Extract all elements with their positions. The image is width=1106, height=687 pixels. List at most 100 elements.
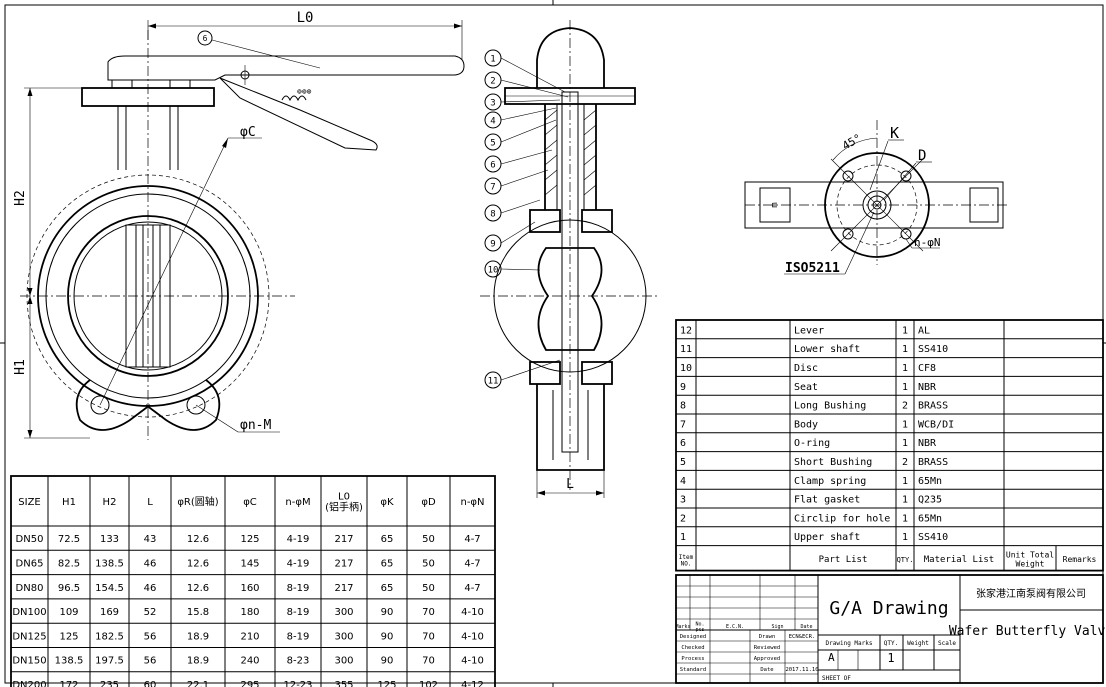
size-table-cell: 52 [144,607,157,618]
size-table-cell: 4-10 [461,631,484,642]
size-table-cell: 300 [334,631,353,642]
part-name: Body [794,419,818,430]
part-material: AL [918,325,930,336]
part-name: Lower shaft [794,344,860,355]
marks-header: Marks [675,624,690,630]
part-name: Flat gasket [794,495,860,506]
sheet-of: SHEET OF [822,675,851,682]
part-material: WCB/DI [918,419,954,430]
marks-header: Sign [771,624,783,630]
size-table-cell: 8-23 [287,656,310,667]
product-name: Wafer Butterfly Valve [949,624,1106,639]
size-table-cell: 197.5 [95,656,124,667]
title-mid-header: Drawing Marks [826,640,873,647]
section-balloon [484,155,502,173]
size-table-cell: 12.6 [187,583,209,594]
size-table-cell: 133 [100,534,119,545]
size-table-cell: 4-19 [287,534,310,545]
section-balloon-label: 9 [490,240,495,250]
dim-H1: H1 [13,359,28,375]
section-balloon-label: 10 [488,266,499,276]
size-table-cell: 4-7 [464,534,480,545]
part-name: Short Bushing [794,457,872,468]
size-table-cell: 46 [144,583,157,594]
part-number: 12 [680,325,692,336]
marks-header: Date [800,624,812,630]
size-table-cell: 295 [240,680,259,687]
part-qty: 1 [902,495,908,506]
size-table-cell: 65 [381,583,394,594]
marks-header: E.C.N. [726,624,744,630]
section-balloon-label: 4 [490,117,495,127]
section-balloon [484,371,502,389]
size-table-cell: 70 [422,631,435,642]
size-table-cell: 12.6 [187,534,209,545]
part-material: BRASS [918,401,948,412]
label-phi-nM: φn-M [240,418,271,433]
title-role: Checked [681,645,704,651]
size-table-cell: 8-19 [287,583,310,594]
company-name: 张家港江南泵阀有限公司 [976,587,1086,600]
title-role-mid: Approved [754,656,781,662]
label-phiC: φC [240,125,256,140]
title-mid-header: Scale [938,640,956,647]
size-table-cell: 18.9 [187,656,209,667]
size-table-cell: 65 [381,558,394,569]
size-table-cell: 300 [334,607,353,618]
size-table-cell: 4-12 [461,680,484,687]
part-material: NBR [918,438,937,449]
section-balloon-label: 3 [490,99,495,109]
svg-text:⊚⊚⊚: ⊚⊚⊚ [297,87,312,96]
label-angle: 45° [840,131,864,152]
size-table-cell: 50 [422,558,435,569]
part-qty: 2 [902,401,908,412]
size-table-cell: 154.5 [95,583,124,594]
title-role-right: 2017.11.10 [785,667,818,673]
size-table-cell: 22.1 [187,680,209,687]
size-table-header: φK [380,497,394,508]
part-qty: 1 [902,363,908,374]
size-table-cell: 82.5 [58,558,80,569]
size-table-cell: 8-19 [287,631,310,642]
section-balloon [484,49,502,67]
size-table-header: φD [421,497,436,508]
part-qty: 1 [902,382,908,393]
section-balloon [484,93,502,111]
part-number: 8 [680,401,686,412]
size-table-cell: 90 [381,656,394,667]
part-name: O-ring [794,438,830,449]
part-qty: 1 [902,513,908,524]
size-table-header: H1 [62,497,76,508]
part-number: 4 [680,476,686,487]
title-qty: 1 [887,651,894,665]
size-table-cell: 43 [144,534,157,545]
part-material: Q235 [918,495,942,506]
part-qty: 1 [902,325,908,336]
label-nphiN: n-φN [914,236,941,249]
part-number: 1 [680,532,686,543]
part-qty: 1 [902,532,908,543]
section-balloon [484,234,502,252]
lever-trigger [219,77,378,151]
size-table-cell: 46 [144,558,157,569]
title-role-mid: Date [760,667,773,673]
part-name: Upper shaft [794,532,860,543]
size-table-cell: 125 [377,680,396,687]
section-balloon-label: 8 [490,210,495,220]
section-balloon-label: 11 [488,377,499,387]
lever-handle [107,55,465,81]
size-table-cell: 210 [240,631,259,642]
size-table-cell: 180 [240,607,259,618]
size-table-cell: 145 [240,558,259,569]
size-table-cell: 50 [422,534,435,545]
size-table-cell: 125 [240,534,259,545]
size-table-cell: 70 [422,607,435,618]
part-name: Long Bushing [794,401,866,412]
title-block: G/A Drawing 张家港江南泵阀有限公司 Wafer Butterfly … [675,574,1106,684]
size-table-cell: 169 [100,607,119,618]
size-table-cell: 90 [381,607,394,618]
parts-header-part: Part List [819,555,868,565]
size-table-cell: 182.5 [95,631,124,642]
part-number: 5 [680,457,686,468]
